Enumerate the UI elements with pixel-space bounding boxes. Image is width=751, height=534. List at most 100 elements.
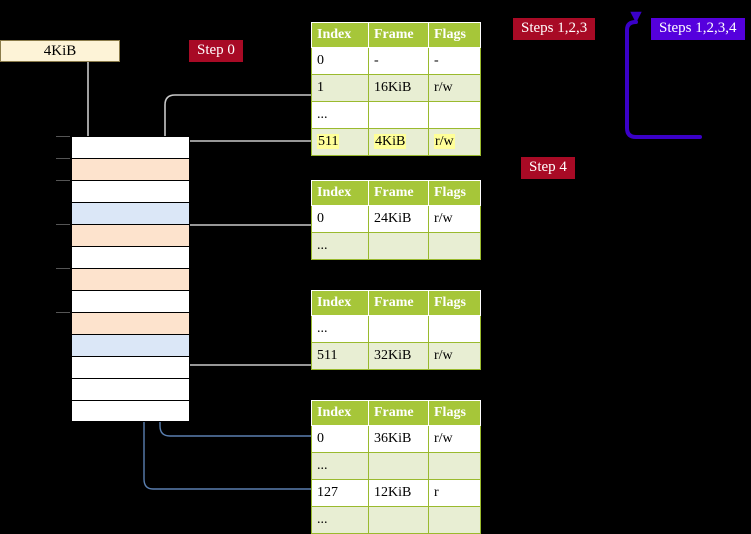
table-cell: ...: [311, 101, 369, 129]
memory-row: [71, 224, 190, 246]
memory-row-tick: [56, 312, 70, 313]
page-table-level-3-header-flags: Flags: [428, 180, 481, 206]
physical-memory-column: [56, 136, 190, 422]
table-cell: r/w: [428, 425, 481, 453]
table-cell: [368, 232, 429, 260]
table-cell: 511: [311, 342, 369, 370]
table-cell: 16KiB: [368, 74, 429, 102]
page-table-level-3-header-frame: Frame: [368, 180, 429, 206]
page-table-level-2-header-flags: Flags: [428, 290, 481, 316]
memory-row: [71, 246, 190, 268]
table-cell: 24KiB: [368, 205, 429, 233]
table-cell: r/w: [428, 74, 481, 102]
badge-steps-1234: Steps 1,2,3,4: [651, 18, 745, 40]
wire-l2-row511: [172, 313, 311, 366]
table-cell: [428, 232, 481, 260]
table-cell: [368, 315, 429, 343]
cell-text: r/w: [434, 134, 455, 149]
page-table-level-2-header-index: Index: [311, 290, 369, 316]
table-cell: 4KiB: [368, 128, 429, 156]
badge-step-4: Step 4: [521, 157, 575, 179]
table-cell: [368, 101, 429, 129]
table-cell: [368, 452, 429, 480]
table-row: ...: [311, 452, 481, 480]
table-cell: ...: [311, 452, 369, 480]
table-cell: 0: [311, 425, 369, 453]
memory-row: [71, 334, 190, 356]
memory-row: [71, 400, 190, 422]
memory-row-tick: [56, 136, 70, 137]
table-cell: r/w: [428, 342, 481, 370]
table-row: ...: [311, 232, 481, 260]
memory-row: [71, 158, 190, 180]
memory-row: [71, 202, 190, 224]
table-cell: r/w: [428, 205, 481, 233]
memory-row: [71, 136, 190, 158]
memory-row-tick: [56, 224, 70, 225]
table-cell: 1: [311, 74, 369, 102]
table-cell: 127: [311, 479, 369, 507]
table-cell: [428, 452, 481, 480]
badge-step-0: Step 0: [189, 40, 243, 62]
page-table-level-4-header-flags: Flags: [428, 22, 481, 48]
page-table-level-1-header-flags: Flags: [428, 400, 481, 426]
table-cell: -: [368, 47, 429, 75]
table-cell: 511: [311, 128, 369, 156]
memory-row: [71, 290, 190, 312]
cell-text: 511: [317, 134, 340, 149]
badge-steps-123: Steps 1,2,3: [513, 18, 596, 40]
table-row: 0--: [311, 47, 481, 75]
table-cell: [428, 315, 481, 343]
table-cell: ...: [311, 232, 369, 260]
table-cell: ...: [311, 315, 369, 343]
badge-steps-123-label: Steps 1,2,3: [521, 20, 588, 36]
memory-row: [71, 378, 190, 400]
table-cell: 0: [311, 205, 369, 233]
table-cell: 32KiB: [368, 342, 429, 370]
wire-l4-row511: [172, 140, 311, 155]
page-table-level-1-header-index: Index: [311, 400, 369, 426]
page-table-level-2-header-frame: Frame: [368, 290, 429, 316]
memory-row-tick: [56, 158, 70, 159]
table-row: ...: [311, 315, 481, 343]
table-cell: -: [428, 47, 481, 75]
page-table-level-4-header-index: Index: [311, 22, 369, 48]
memory-row: [71, 356, 190, 378]
table-cell: 0: [311, 47, 369, 75]
table-cell: [368, 506, 429, 534]
wire-l3-row0: [178, 224, 311, 277]
cell-text: 4KiB: [374, 134, 407, 149]
table-cell: 12KiB: [368, 479, 429, 507]
table-cell: r: [428, 479, 481, 507]
page-table-level-1-header-frame: Frame: [368, 400, 429, 426]
badge-step-4-label: Step 4: [529, 159, 567, 175]
memory-row-tick: [56, 180, 70, 181]
table-cell: ...: [311, 506, 369, 534]
table-cell: r/w: [428, 128, 481, 156]
memory-row-tick: [56, 268, 70, 269]
memory-row: [71, 180, 190, 202]
callout-label: 4KiB: [43, 43, 77, 59]
table-row: ...: [311, 101, 481, 129]
callout-4kib: 4KiB: [0, 40, 120, 62]
memory-row: [71, 312, 190, 334]
table-row: 511 4KiB r/w: [311, 128, 481, 156]
page-table-level-4-header-frame: Frame: [368, 22, 429, 48]
badge-steps-1234-label: Steps 1,2,3,4: [659, 20, 737, 36]
table-cell: [428, 101, 481, 129]
badge-step-0-label: Step 0: [197, 42, 235, 58]
table-cell: 36KiB: [368, 425, 429, 453]
table-cell: [428, 506, 481, 534]
page-table-level-3-header-index: Index: [311, 180, 369, 206]
table-row: ...: [311, 506, 481, 534]
